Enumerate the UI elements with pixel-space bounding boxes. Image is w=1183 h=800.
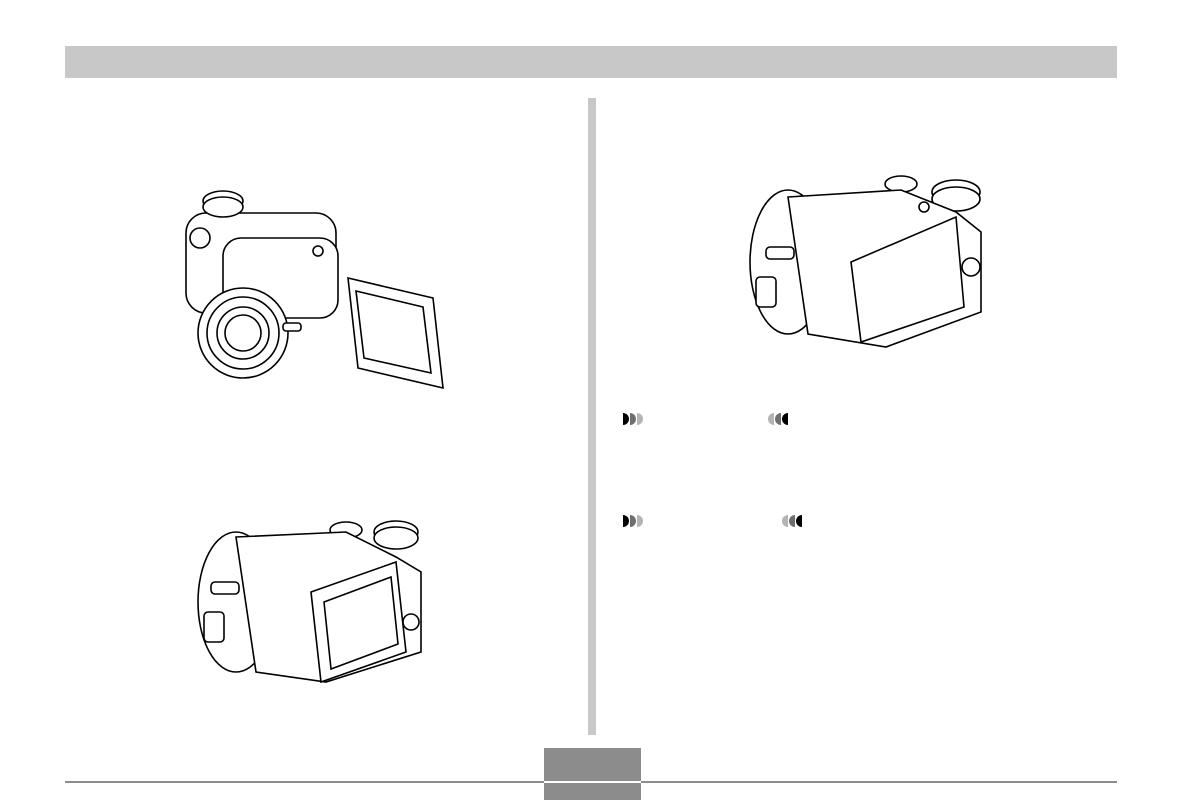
camera-monitor-closed-icon xyxy=(749,175,982,348)
camera-monitor-open-icon xyxy=(185,190,444,390)
header-bar xyxy=(65,46,1117,78)
triangle-marker-right-icon xyxy=(623,413,643,425)
triangle-marker-left-icon xyxy=(768,413,788,425)
triangle-marker-right-icon xyxy=(623,515,643,527)
camera-monitor-facing-out-icon xyxy=(197,520,422,684)
column-divider xyxy=(588,98,596,735)
triangle-marker-left-icon xyxy=(782,515,802,527)
page-number-box xyxy=(544,748,641,800)
